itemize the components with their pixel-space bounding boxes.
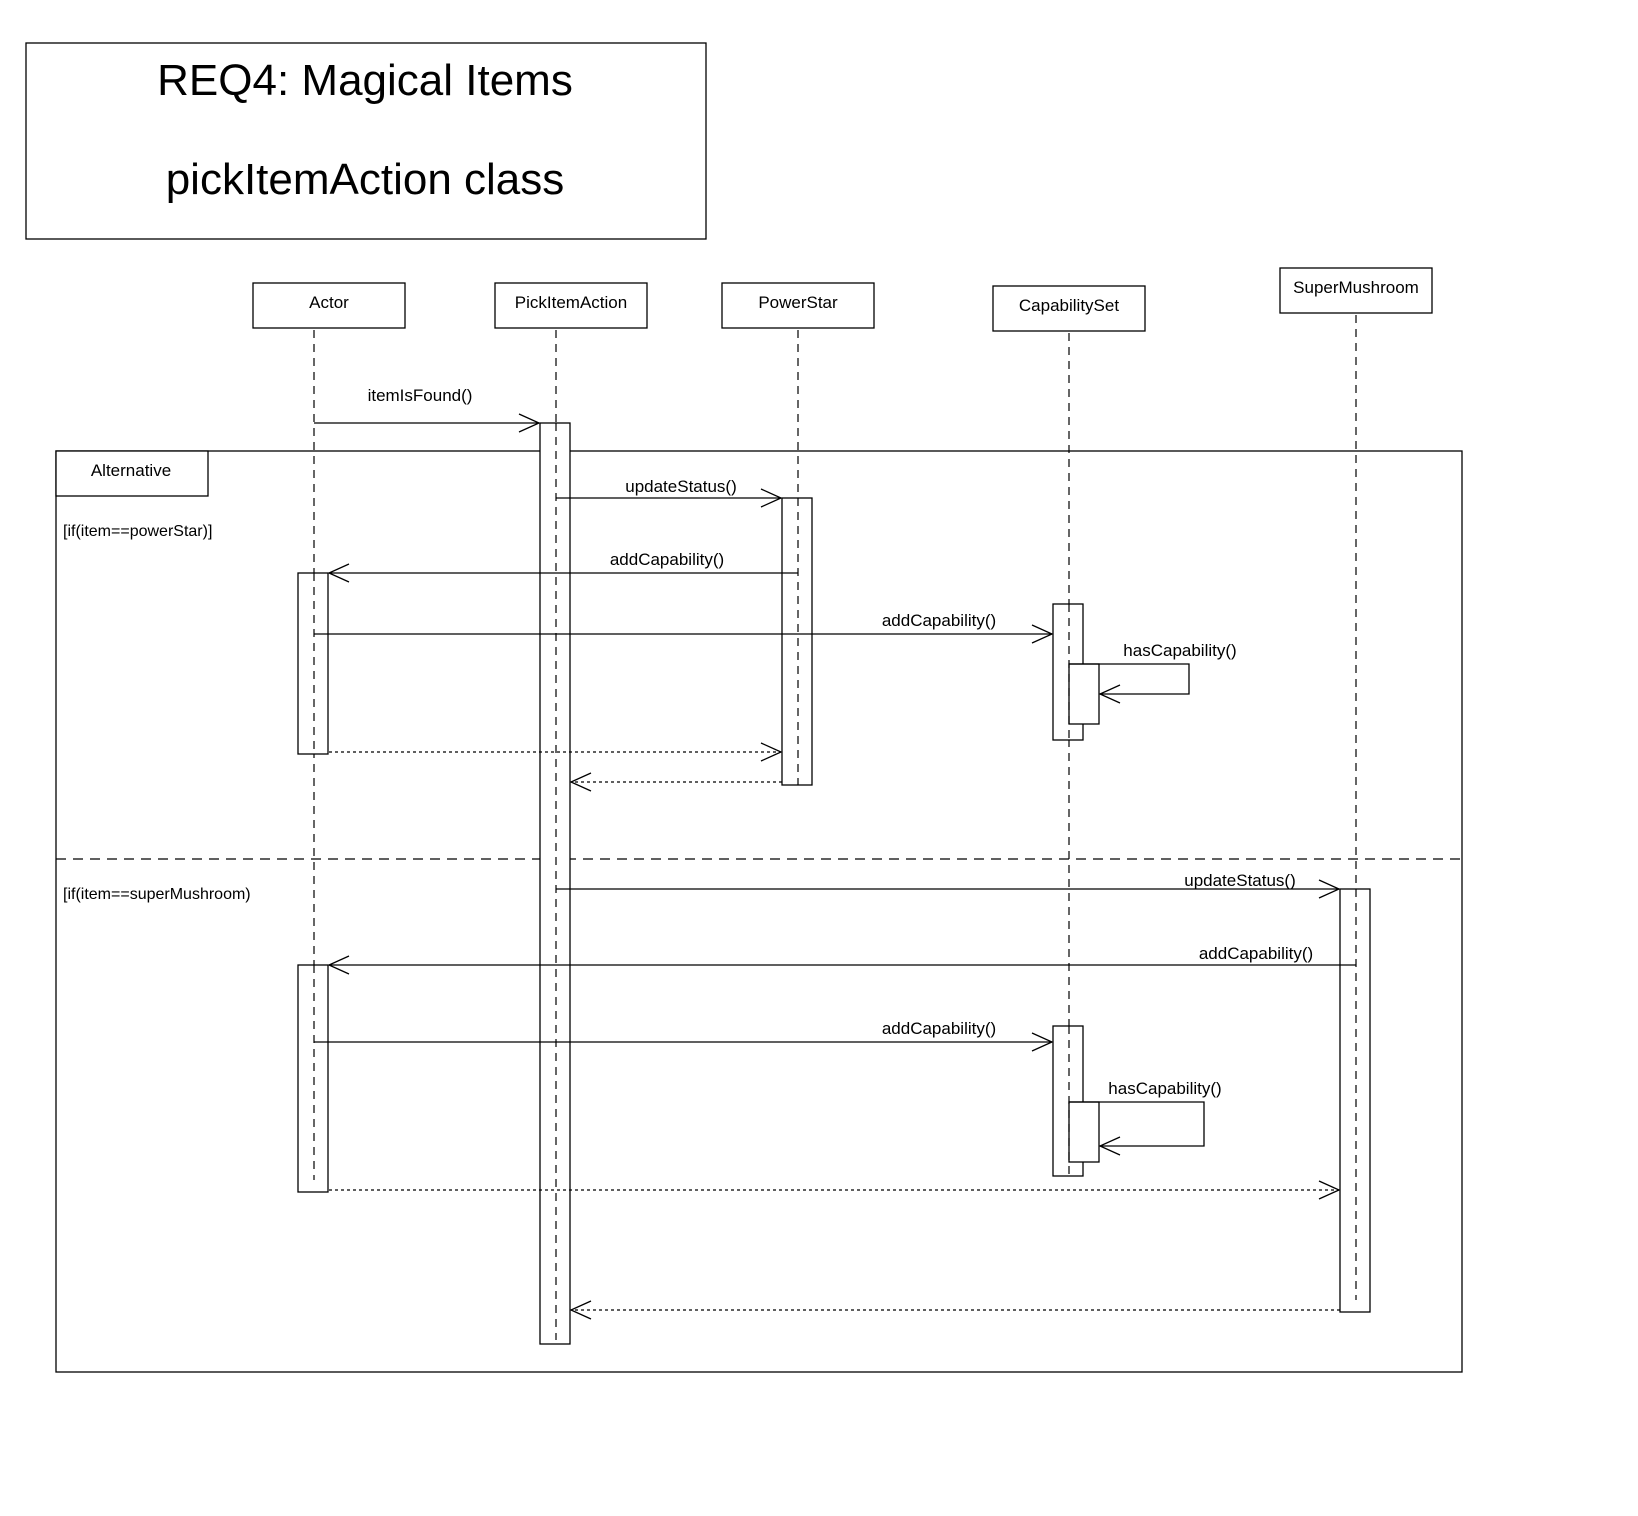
guard-power-star: [if(item==powerStar)] [63, 523, 212, 540]
title-line-2: pickItemAction class [166, 155, 565, 204]
capability-set-head: CapabilitySet [992, 285, 1146, 332]
actor-label: Actor [309, 293, 349, 312]
alternative-fragment: Alternative [if(item==powerStar)] [if(it… [55, 450, 1463, 1373]
power-star-label: PowerStar [758, 293, 838, 312]
capability-set-self-activation-2 [1068, 1101, 1100, 1163]
message-alt1-has-capability-label: hasCapability() [1123, 641, 1236, 660]
alternative-label-box [55, 450, 209, 497]
message-alt2-has-capability-arrow [1069, 1101, 1205, 1146]
capability-set-self-activation-1 [1068, 663, 1100, 725]
message-alt2-update-status-label: updateStatus() [1184, 871, 1296, 890]
title-box: REQ4: Magical Items pickItemAction class [25, 42, 707, 240]
title-line-1: REQ4: Magical Items [157, 56, 573, 105]
message-alt2-add-capability-set-label: addCapability() [882, 1019, 996, 1038]
message-alt1-add-capability-set-label: addCapability() [882, 611, 996, 630]
message-alt2-add-capability-actor-label: addCapability() [1199, 944, 1313, 963]
power-star-activation [781, 497, 813, 786]
alternative-label: Alternative [91, 461, 171, 480]
power-star-head: PowerStar [721, 282, 875, 329]
actor-activation-2 [297, 964, 329, 1193]
message-alt1-add-capability-actor-label: addCapability() [610, 550, 724, 569]
capability-set-label: CapabilitySet [1019, 296, 1119, 315]
super-mushroom-label: SuperMushroom [1293, 278, 1419, 297]
guard-super-mushroom: [if(item==superMushroom) [63, 886, 251, 903]
message-item-is-found-label: itemIsFound() [368, 386, 473, 405]
message-alt2-has-capability-label: hasCapability() [1108, 1079, 1221, 1098]
actor-head: Actor [252, 282, 406, 329]
super-mushroom-head: SuperMushroom [1279, 267, 1433, 314]
pick-item-action-head: PickItemAction [494, 282, 648, 329]
pick-item-action-activation [539, 422, 571, 1345]
actor-activation-1 [297, 572, 329, 755]
message-alt1-has-capability-arrow [1069, 663, 1190, 694]
super-mushroom-activation [1339, 888, 1371, 1313]
pick-item-action-label: PickItemAction [515, 293, 627, 312]
message-alt1-update-status-label: updateStatus() [625, 477, 737, 496]
